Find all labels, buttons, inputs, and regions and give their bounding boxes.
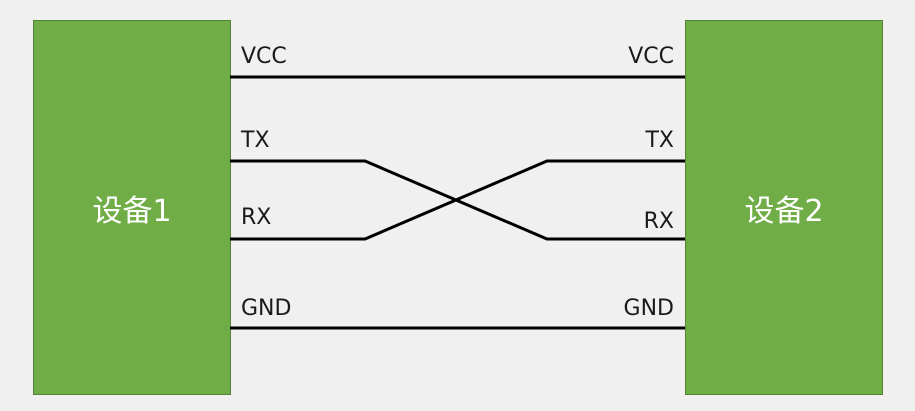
device-2-label: 设备2 xyxy=(744,193,824,229)
right-gnd-label: GND xyxy=(623,296,674,321)
device-1-box: 设备1 xyxy=(33,20,231,395)
left-rx-label: RX xyxy=(241,205,272,230)
device-1-label: 设备1 xyxy=(92,193,172,229)
left-vcc-label: VCC xyxy=(241,44,287,69)
device-2-box: 设备2 xyxy=(685,20,883,395)
left-tx-label: TX xyxy=(241,128,270,153)
right-vcc-label: VCC xyxy=(628,44,674,69)
right-rx-label: RX xyxy=(643,209,674,234)
wire-rx-to-tx xyxy=(230,159,685,241)
left-gnd-label: GND xyxy=(241,296,292,321)
right-tx-label: TX xyxy=(645,128,674,153)
